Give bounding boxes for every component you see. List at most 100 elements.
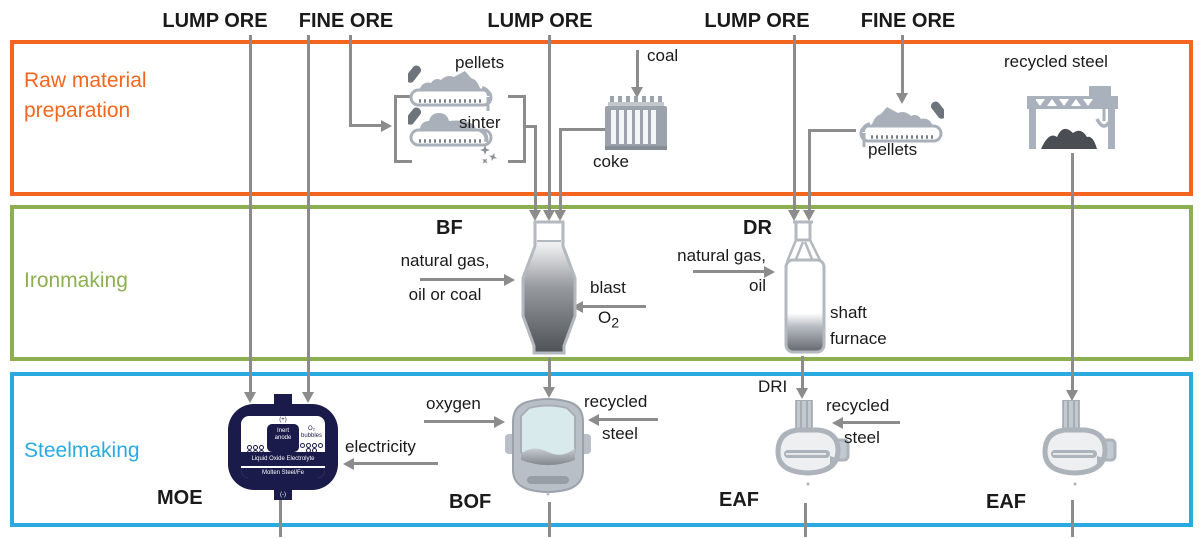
eaf1-label: EAF xyxy=(719,489,759,511)
shaft-furnace-icon xyxy=(784,220,826,354)
oxygen-label: oxygen xyxy=(426,394,481,413)
lump-ore-label-3: LUMP ORE xyxy=(704,10,810,32)
arrowhead-lump3-dr xyxy=(788,210,800,221)
arrowhead-oxygen xyxy=(494,416,505,428)
flow-moe-out xyxy=(279,500,282,537)
coke-label: coke xyxy=(593,152,629,171)
flow-pellets2-h xyxy=(810,129,856,132)
blast-label: blast xyxy=(590,278,626,297)
scrap-crane-icon xyxy=(1027,86,1118,149)
flow-pellets2-to-dr xyxy=(808,129,811,211)
arrow-blast-o2 xyxy=(582,305,646,308)
raw-material-band-box xyxy=(10,40,1193,196)
ironmaking-band-label: Ironmaking xyxy=(24,269,128,292)
coal-label: coal xyxy=(647,46,679,65)
eaf2-icon xyxy=(1042,400,1117,486)
bracket-left xyxy=(394,95,412,163)
flow-lump3-to-dr xyxy=(793,35,796,211)
flow-bof-out xyxy=(548,502,551,537)
dr-label: DR xyxy=(743,217,772,239)
arrowhead-pellets2-dr xyxy=(803,210,815,221)
shaft-furnace-line1: shaft xyxy=(830,303,867,322)
bof-converter-icon xyxy=(505,398,591,496)
flow-scrap-to-eaf2 xyxy=(1071,153,1074,391)
pellets-machine-icon xyxy=(408,65,493,111)
moe-bottom-electrode: (-) xyxy=(274,482,292,500)
arrowhead-eaf-recycled xyxy=(832,417,843,429)
moe-molten-steel-band: Molten Steel/Fe xyxy=(241,467,325,478)
shaft-furnace-line2: furnace xyxy=(830,329,887,348)
arrow-electricity xyxy=(353,462,438,465)
flow-lump1-to-moe xyxy=(249,35,252,393)
pellets1-label: pellets xyxy=(455,53,505,72)
arrowhead-coal-coke xyxy=(631,87,643,98)
recycled-steel-source-label: recycled steel xyxy=(1004,52,1108,71)
arrow-bf-feed xyxy=(420,278,506,281)
lump-ore-label-2: LUMP ORE xyxy=(487,10,593,32)
sinter-machine-icon xyxy=(408,107,497,164)
lump-ore-label-1: LUMP ORE xyxy=(162,10,268,32)
dri-label: DRI xyxy=(758,377,788,396)
arrow-dr-feed xyxy=(693,270,766,273)
coke-oven-icon xyxy=(605,96,667,150)
raw-material-band-label: Raw material preparation xyxy=(24,69,147,123)
arrowhead-blast-o2 xyxy=(572,301,583,313)
bf-feed-line1: natural gas, xyxy=(400,251,490,270)
ironmaking-band-box xyxy=(10,205,1193,361)
arrowhead-coke-bf xyxy=(554,210,566,221)
arrowhead-bf-bof xyxy=(543,387,555,398)
bof-label: BOF xyxy=(449,491,492,513)
arrowhead-fine1-bracket xyxy=(381,120,392,132)
arrowhead-bf-feed xyxy=(504,274,515,286)
eaf1-icon xyxy=(775,400,850,486)
electricity-label: electricity xyxy=(345,437,416,456)
arrow-bof-recycled xyxy=(598,418,658,421)
arrowhead-sinter-bf xyxy=(529,210,541,221)
arrow-oxygen xyxy=(424,420,496,423)
flow-dr-to-eaf1 xyxy=(801,356,804,389)
flow-sinter-h xyxy=(524,125,537,128)
arrowhead-dri-eaf1 xyxy=(796,388,808,399)
arrowhead-lump1-moe xyxy=(244,392,256,403)
moe-label: MOE xyxy=(157,487,203,509)
moe-electrolyte-band: Liquid Oxide Electrolyte xyxy=(241,452,325,466)
flow-fine2-to-pellets xyxy=(901,35,904,95)
steelmaking-band-box xyxy=(10,372,1193,527)
pellets-machine2-icon xyxy=(859,101,944,147)
arrow-eaf-recycled xyxy=(842,421,900,424)
moe-anode-polarity: (+) xyxy=(279,417,287,423)
arrowhead-fine2-pellets xyxy=(896,93,908,104)
bof-recycled-line1: recycled xyxy=(584,392,648,411)
flow-fine1-branch-v xyxy=(349,35,352,127)
flow-coke-h xyxy=(561,128,605,131)
eaf-recycled-line2: steel xyxy=(844,428,880,447)
steelmaking-band-label: Steelmaking xyxy=(24,439,140,462)
arrowhead-dr-feed xyxy=(764,266,775,278)
flow-coke-to-bf xyxy=(559,128,562,211)
dr-feed-line1: natural gas, xyxy=(677,246,766,265)
flow-eaf2-out xyxy=(1071,500,1074,537)
sinter-label: sinter xyxy=(459,113,501,132)
eaf2-label: EAF xyxy=(986,491,1026,513)
bf-feed-line2: oil or coal xyxy=(408,285,482,304)
flow-bf-to-bof xyxy=(548,357,551,388)
bof-recycled-line2: steel xyxy=(602,424,638,443)
pellets2-label: pellets xyxy=(868,140,918,159)
flow-eaf1-out xyxy=(804,503,807,537)
arrowhead-lump2-bf xyxy=(543,210,555,221)
fine-ore-label-1: FINE ORE xyxy=(298,10,394,32)
bracket-right xyxy=(508,95,526,163)
blast-o2-label: O2 xyxy=(598,308,620,332)
blast-furnace-icon xyxy=(521,220,577,355)
flow-lump2-to-bf xyxy=(548,35,551,211)
flow-fine1-to-moe xyxy=(307,35,310,393)
flow-sinter-to-bf xyxy=(534,125,537,211)
bf-label: BF xyxy=(436,217,463,239)
flow-fine1-branch-h xyxy=(349,124,383,127)
flow-coal-to-coke xyxy=(636,50,639,88)
